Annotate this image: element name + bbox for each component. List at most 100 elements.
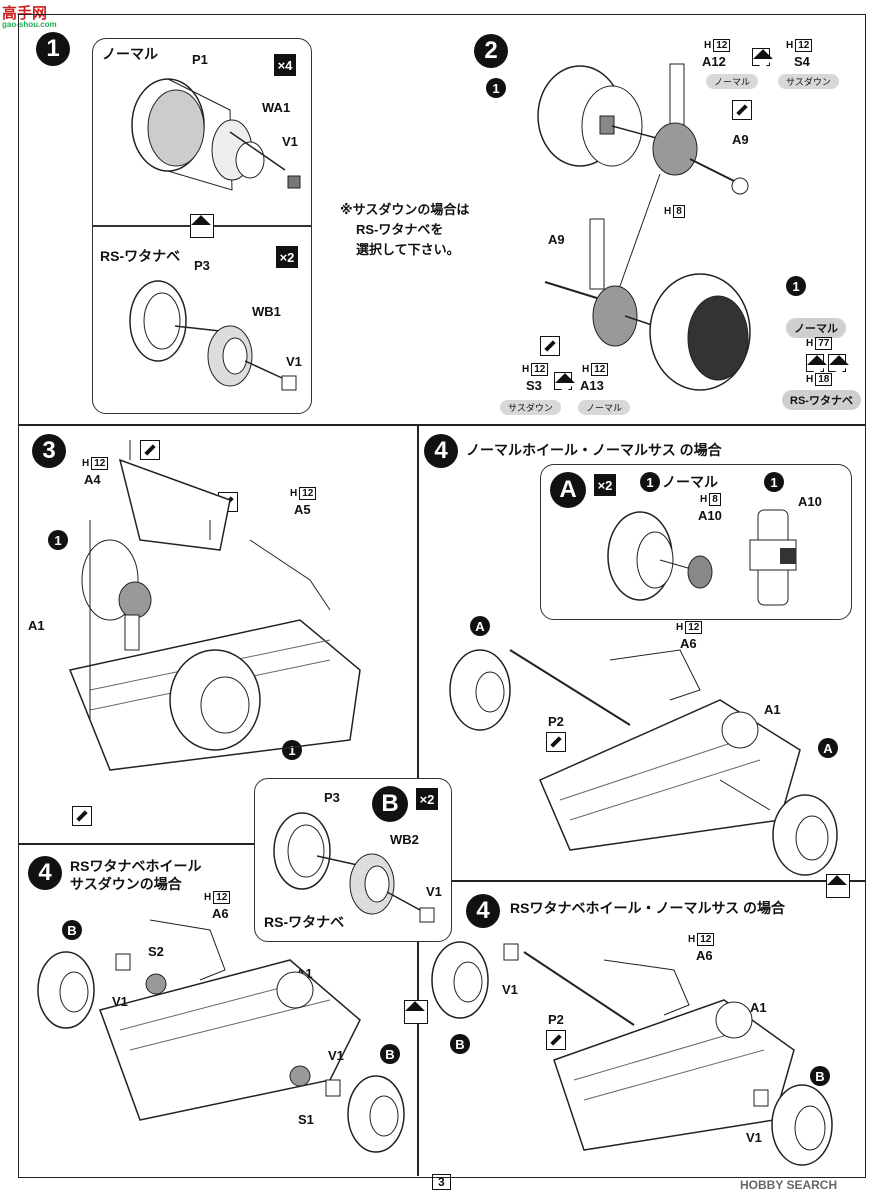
step-4-rs-down-number: 4 — [28, 856, 62, 890]
sub-assembly-a-normal: ノーマル — [662, 474, 718, 490]
step-1-number: 1 — [36, 32, 70, 66]
cement-glue-icon — [140, 440, 160, 460]
flip-diamond-icon — [826, 874, 850, 898]
part-label-s4: S4 — [794, 54, 810, 69]
step-4-rs-normal-title: RSワタナベホイール・ノーマルサス の場合 — [510, 900, 786, 916]
part-label-s1: S1 — [298, 1112, 314, 1127]
sub-assembly-b-caption: RS-ワタナベ — [264, 914, 345, 930]
step-4-normal-number: 4 — [424, 434, 458, 468]
step-4-normal-title: ノーマルホイール・ノーマルサス の場合 — [466, 442, 722, 458]
part-label-a13: A13 — [580, 378, 604, 393]
wheel-b-left-rs-normal: B — [450, 1034, 470, 1054]
watermark-top-url: gao-shou.com — [2, 20, 57, 29]
sub-assembly-b-letter: B — [372, 786, 408, 822]
watermark-top: 高手网 — [2, 5, 48, 22]
sub-assembly-b-multiplier: ×2 — [416, 788, 438, 810]
flip-diamond-icon — [752, 48, 770, 66]
sub-assembly-a-ref-1: 1 — [640, 472, 660, 492]
sub-assembly-a-letter: A — [550, 472, 586, 508]
wheel-b-left-rs-down: B — [62, 920, 82, 940]
note-line-1: ※サスダウンの場合は — [340, 202, 470, 217]
cement-glue-icon — [72, 806, 92, 826]
part-label-a6-normal: A6 — [680, 636, 697, 651]
part-label-a6-rs-down: A6 — [212, 906, 229, 921]
part-label-a5: A5 — [294, 502, 311, 517]
part-label-s3: S3 — [526, 378, 542, 393]
part-label-p3-b: P3 — [324, 790, 340, 805]
part-label-p1: P1 — [192, 52, 208, 67]
cement-glue-icon — [546, 732, 566, 752]
sub-assembly-a-drawing — [607, 509, 797, 606]
step-4-rs-normal-drawing — [431, 941, 833, 1166]
pill-normal-bottom: ノーマル — [578, 400, 631, 415]
flip-diamond-icon — [190, 214, 214, 238]
part-label-a1-rs-normal: A1 — [750, 1000, 767, 1015]
wheel-a-right: A — [818, 738, 838, 758]
divider-v2 — [417, 880, 419, 1176]
step-2-number: 2 — [474, 34, 508, 68]
part-label-v1-rs: V1 — [286, 354, 302, 369]
step-3-drawing — [68, 440, 361, 771]
step-1-rs-drawing — [129, 280, 297, 391]
part-label-wb1: WB1 — [252, 304, 281, 319]
step-2-ref-wheel-bottom: 1 — [786, 276, 806, 296]
step-4-rs-normal-number: 4 — [466, 894, 500, 928]
pill-rs-right: RS-ワタナベ — [782, 390, 861, 410]
step-1-normal-multiplier: ×4 — [274, 54, 296, 76]
part-label-a9-top: A9 — [732, 132, 749, 147]
step-2-ref-wheel-top: 1 — [486, 78, 506, 98]
cement-glue-icon — [540, 336, 560, 356]
part-label-v1-bottom-rs-normal: V1 — [746, 1130, 762, 1145]
part-label-v1-b: V1 — [426, 884, 442, 899]
divider-v1 — [417, 424, 419, 844]
cement-glue-icon — [546, 1030, 566, 1050]
step-2-drawing — [537, 63, 751, 391]
note-line-2: RS-ワタナベを — [356, 222, 444, 237]
sub-assembly-a-ref-2: 1 — [764, 472, 784, 492]
watermark-bottom: HOBBY SEARCH — [740, 1178, 838, 1192]
part-label-a1-normal: A1 — [764, 702, 781, 717]
step-1-rs-multiplier: ×2 — [276, 246, 298, 268]
part-label-wa1: WA1 — [262, 100, 291, 115]
divider-h1 — [18, 424, 866, 426]
part-label-a9-bottom: A9 — [548, 232, 565, 247]
sub-assembly-a-box — [540, 464, 852, 620]
step-3-number: 3 — [32, 434, 66, 468]
step-3-ref-wheel-left: 1 — [48, 530, 68, 550]
flip-diamond-icon — [806, 354, 824, 372]
step-1-normal-title: ノーマル — [102, 46, 158, 62]
step-4-normal-drawing — [449, 649, 838, 876]
page-frame — [18, 14, 866, 1178]
step-4-rs-down-drawing — [37, 919, 405, 1153]
step-4-rs-down-title-1: RSワタナベホイール — [70, 858, 202, 874]
divider-h2 — [18, 843, 254, 845]
flip-diamond-icon — [404, 1000, 428, 1024]
pill-normal-right: ノーマル — [786, 318, 846, 338]
wheel-b-right-rs-down: B — [380, 1044, 400, 1064]
step-4-rs-down-title-2: サスダウンの場合 — [70, 876, 182, 892]
part-label-wb2: WB2 — [390, 832, 419, 847]
pill-sasdown-top: サスダウン — [778, 74, 839, 89]
part-label-a1-step3: A1 — [28, 618, 45, 633]
part-label-a6-rs-normal: A6 — [696, 948, 713, 963]
cement-glue-icon — [732, 100, 752, 120]
note-line-3: 選択して下さい。 — [356, 242, 460, 257]
part-label-s2: S2 — [148, 944, 164, 959]
wheel-b-right-rs-normal: B — [810, 1066, 830, 1086]
part-label-a4: A4 — [84, 472, 101, 487]
part-label-v1: V1 — [282, 134, 298, 149]
part-label-v1-top-rs-normal: V1 — [502, 982, 518, 997]
sub-assembly-b-drawing — [273, 812, 435, 923]
part-label-p3: P3 — [194, 258, 210, 273]
part-label-a10-left: A10 — [698, 508, 722, 523]
